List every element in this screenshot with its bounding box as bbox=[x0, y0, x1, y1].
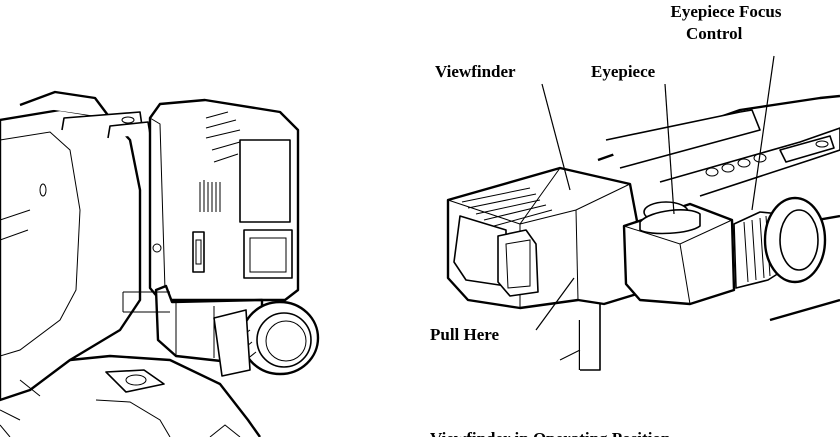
left-camcorder-illustration bbox=[0, 90, 320, 437]
label-eyepiece: Eyepiece bbox=[591, 62, 656, 81]
right-viewfinder-illustration bbox=[446, 94, 840, 371]
label-eyepiece-focus-control-line1: Eyepiece Focus bbox=[671, 2, 782, 21]
leader-lines bbox=[535, 55, 775, 331]
label-viewfinder: Viewfinder bbox=[435, 62, 516, 81]
label-pull-here: Pull Here bbox=[430, 325, 500, 344]
figure-caption: Viewfinder in Operating Position bbox=[430, 429, 671, 437]
label-eyepiece-focus-control-line2: Control bbox=[686, 24, 743, 43]
